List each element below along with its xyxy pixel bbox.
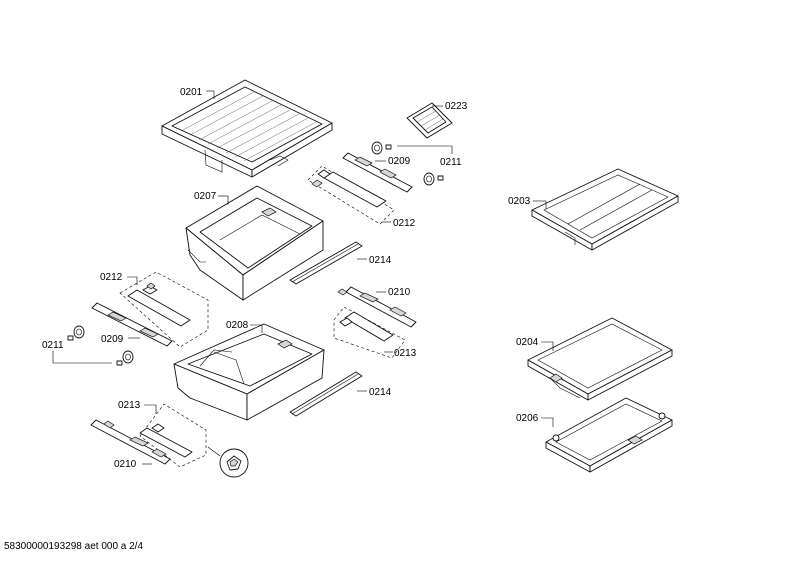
part-0208-drawer [173, 323, 325, 421]
label-0209-upper: 0209 [388, 156, 411, 167]
part-0210-rail-lower [90, 419, 171, 465]
part-0213-slide-lower [139, 403, 207, 468]
label-0212-left: 0212 [100, 272, 123, 283]
label-0214-lower: 0214 [369, 387, 392, 398]
part-0207-drawer [185, 185, 324, 301]
drawing-reference-footer: 58300000193298 aet 000 a 2/4 [4, 541, 144, 552]
part-0213-slide-right [333, 306, 406, 359]
part-0209-rail-upper [342, 152, 413, 193]
part-0201-shelf [161, 79, 333, 178]
label-0203: 0203 [508, 196, 531, 207]
detail-callout [207, 446, 249, 478]
part-0210-rail-right [337, 286, 417, 328]
label-0211-upper: 0211 [440, 157, 462, 168]
label-0211-left: 0211 [42, 340, 64, 351]
label-0204: 0204 [516, 337, 539, 348]
part-0209-rail-left [91, 302, 173, 347]
part-0204-frame [527, 317, 673, 401]
part-0203-shelf [531, 168, 679, 251]
label-0209-left: 0209 [101, 334, 124, 345]
label-0201: 0201 [180, 87, 203, 98]
part-0206-tray [545, 397, 673, 473]
part-0212-slide-left [119, 271, 209, 348]
part-0211-rollers-upper [371, 141, 444, 186]
label-0212-upper: 0212 [393, 218, 416, 229]
label-0210-right: 0210 [388, 287, 411, 298]
label-0214-upper: 0214 [369, 255, 392, 266]
part-0214-bar-upper [289, 241, 363, 285]
label-0213-right: 0213 [394, 348, 417, 359]
part-0212-slide-upper [307, 165, 395, 225]
label-0208: 0208 [226, 320, 249, 331]
part-0211-rollers-left [67, 325, 134, 366]
label-0206: 0206 [516, 413, 539, 424]
label-0223: 0223 [445, 101, 468, 112]
label-0213-lower: 0213 [118, 400, 141, 411]
part-0214-bar-lower [289, 371, 363, 417]
label-0207: 0207 [194, 191, 217, 202]
label-0210-lower: 0210 [114, 459, 137, 470]
part-0223-grille [406, 102, 453, 139]
